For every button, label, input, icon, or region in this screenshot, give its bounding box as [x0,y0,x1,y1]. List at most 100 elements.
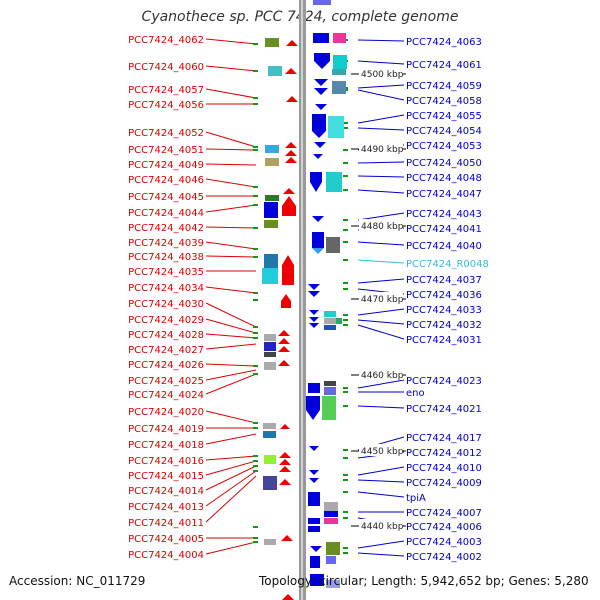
left-gene-label[interactable]: PCC7424_4034 [128,283,204,294]
right-gene-label[interactable]: PCC7424_4050 [406,158,482,169]
gene-block [264,455,276,464]
right-gene-label[interactable]: eno [406,388,425,399]
right-gene-label[interactable]: PCC7424_4043 [406,209,482,220]
right-gene-label[interactable]: PCC7424_4002 [406,552,482,563]
right-gene-label[interactable]: PCC7424_4007 [406,508,482,519]
gene-tick [343,314,348,316]
right-gene-label[interactable]: PCC7424_4047 [406,189,482,200]
gene-block [322,396,336,420]
left-gene-label[interactable]: PCC7424_4011 [128,518,204,529]
left-gene-label[interactable]: PCC7424_4060 [128,62,204,73]
scale-label-bg [359,368,403,380]
gene-arrow-down [315,104,327,110]
left-gene-label[interactable]: PCC7424_4016 [128,456,204,467]
scale-label: 4450 kbp [361,447,404,457]
right-gene-label[interactable]: PCC7424_4021 [406,404,482,415]
gene-tick [343,547,348,549]
right-gene-label[interactable]: PCC7424_R0048 [406,259,489,270]
right-gene-label[interactable]: PCC7424_4006 [406,522,482,533]
left-gene-label[interactable]: PCC7424_4013 [128,502,204,513]
gene-tick [343,162,348,164]
left-gene-label[interactable]: PCC7424_4052 [128,128,204,139]
right-gene-label[interactable]: PCC7424_4010 [406,463,482,474]
gene-arrow-down [314,142,326,148]
right-gene-label[interactable]: PCC7424_4031 [406,335,482,346]
left-gene-label[interactable]: PCC7424_4024 [128,390,204,401]
right-gene-label[interactable]: PCC7424_4009 [406,478,482,489]
gene-block [265,145,279,153]
gene-block [308,383,320,393]
right-gene-label[interactable]: PCC7424_4048 [406,173,482,184]
left-gene-label[interactable]: PCC7424_4029 [128,315,204,326]
connector-line [357,189,405,194]
left-gene-label[interactable]: PCC7424_4057 [128,85,204,96]
right-gene-label[interactable]: PCC7424_4017 [406,433,482,444]
right-gene-label[interactable]: tpiA [406,493,426,504]
gene-tick [343,122,348,124]
left-gene-label[interactable]: PCC7424_4044 [128,208,204,219]
left-gene-label[interactable]: PCC7424_4049 [128,160,204,171]
right-gene-label[interactable]: PCC7424_4012 [406,448,482,459]
connector-line [205,38,257,45]
connector-line [205,204,257,213]
right-gene-label[interactable]: PCC7424_4055 [406,111,482,122]
right-gene-label[interactable]: PCC7424_4054 [406,126,482,137]
left-gene-label[interactable]: PCC7424_4062 [128,35,204,46]
left-gene-label[interactable]: PCC7424_4027 [128,345,204,356]
right-gene-label[interactable]: PCC7424_4003 [406,537,482,548]
right-gene-label[interactable]: PCC7424_4063 [406,37,482,48]
connector-line [357,319,405,325]
left-gene-label[interactable]: PCC7424_4039 [128,238,204,249]
left-gene-label[interactable]: PCC7424_4045 [128,192,204,203]
gene-arrow-up [279,452,291,458]
scale-label: 4460 kbp [361,371,404,381]
gene-tick [253,204,258,206]
right-gene-label[interactable]: PCC7424_4036 [406,290,482,301]
gene-tick [253,70,258,72]
left-gene-label[interactable]: PCC7424_4026 [128,360,204,371]
gene-tick [253,43,258,45]
right-gene-label[interactable]: PCC7424_4040 [406,241,482,252]
right-gene-label[interactable]: PCC7424_4037 [406,275,482,286]
right-gene-label[interactable]: PCC7424_4061 [406,60,482,71]
gene-tick [253,146,258,148]
gene-arrow-down [312,248,324,254]
left-gene-label[interactable]: PCC7424_4051 [128,145,204,156]
gene-block [265,38,279,47]
left-gene-label[interactable]: PCC7424_4019 [128,424,204,435]
right-gene-label[interactable]: PCC7424_4053 [406,141,482,152]
gene-arrow-up [280,424,290,429]
left-gene-label[interactable]: PCC7424_4020 [128,407,204,418]
gene-block [264,342,276,351]
left-gene-label[interactable]: PCC7424_4030 [128,299,204,310]
right-gene-label[interactable]: PCC7424_4033 [406,305,482,316]
connector-line [205,410,257,424]
connector-line [205,475,257,523]
left-gene-label[interactable]: PCC7424_4038 [128,252,204,263]
gene-tick [343,288,348,290]
left-gene-label[interactable]: PCC7424_4035 [128,267,204,278]
left-gene-label[interactable]: PCC7424_4018 [128,440,204,451]
gene-block [332,69,346,75]
axis-highlight [301,0,303,600]
left-gene-label[interactable]: PCC7424_4005 [128,534,204,545]
left-gene-label[interactable]: PCC7424_4056 [128,100,204,111]
right-gene-label[interactable]: PCC7424_4058 [406,96,482,107]
left-gene-label[interactable]: PCC7424_4015 [128,471,204,482]
right-gene-label[interactable]: PCC7424_4041 [406,224,482,235]
left-gene-label[interactable]: PCC7424_4004 [128,550,204,561]
right-gene-label[interactable]: PCC7424_4059 [406,81,482,92]
left-gene-label[interactable]: PCC7424_4046 [128,175,204,186]
gene-tick [343,127,348,129]
left-gene-label[interactable]: PCC7424_4025 [128,376,204,387]
gene-block [264,220,278,228]
right-gene-label[interactable]: PCC7424_4032 [406,320,482,331]
right-gene-label[interactable]: PCC7424_4023 [406,376,482,387]
connector-line [357,84,405,89]
left-gene-label[interactable]: PCC7424_4014 [128,486,204,497]
gene-block [268,66,282,76]
left-gene-label[interactable]: PCC7424_4042 [128,223,204,234]
gene-tick [253,373,258,375]
left-gene-label[interactable]: PCC7424_4028 [128,330,204,341]
